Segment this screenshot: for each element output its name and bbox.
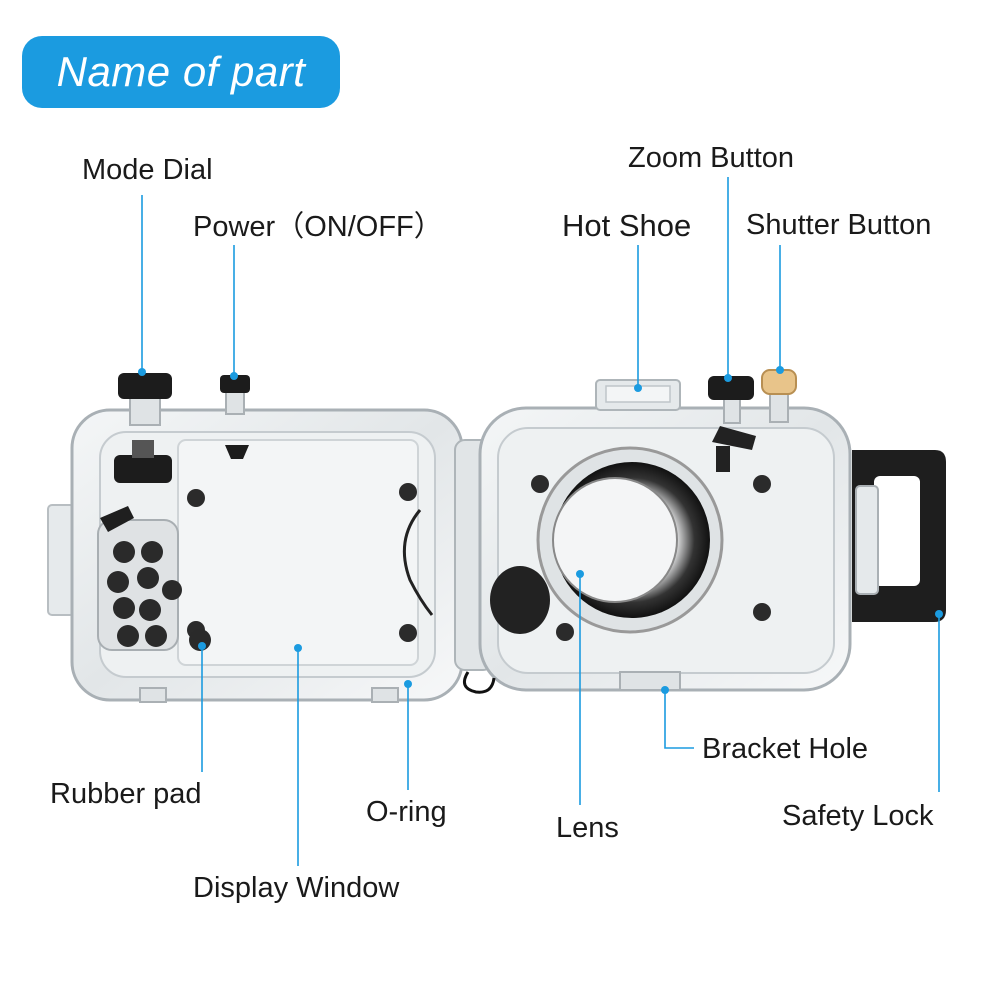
title-badge: Name of part bbox=[22, 36, 340, 108]
power-button-knob bbox=[220, 375, 250, 459]
label-power: Power（ON/OFF） bbox=[193, 211, 443, 243]
zoom-button-knob bbox=[708, 376, 754, 424]
rubber-pad-buttons bbox=[97, 506, 211, 651]
label-lens: Lens bbox=[556, 812, 619, 844]
label-shutter-button: Shutter Button bbox=[746, 209, 932, 241]
leader-lines bbox=[141, 177, 940, 866]
label-hot-shoe: Hot Shoe bbox=[562, 208, 692, 243]
label-o-ring: O-ring bbox=[366, 796, 447, 828]
label-rubber-pad: Rubber pad bbox=[50, 778, 202, 810]
label-bracket-hole: Bracket Hole bbox=[702, 733, 869, 765]
leader-dots bbox=[138, 366, 943, 694]
label-display-window: Display Window bbox=[193, 872, 400, 904]
label-mode-dial: Mode Dial bbox=[82, 154, 213, 186]
safety-lock-clip bbox=[852, 450, 946, 622]
page-title: Name of part bbox=[56, 48, 306, 95]
front-housing bbox=[478, 379, 852, 692]
label-safety-lock: Safety Lock bbox=[782, 800, 934, 832]
label-zoom-button: Zoom Button bbox=[628, 142, 795, 174]
mode-dial-knob bbox=[114, 373, 172, 483]
